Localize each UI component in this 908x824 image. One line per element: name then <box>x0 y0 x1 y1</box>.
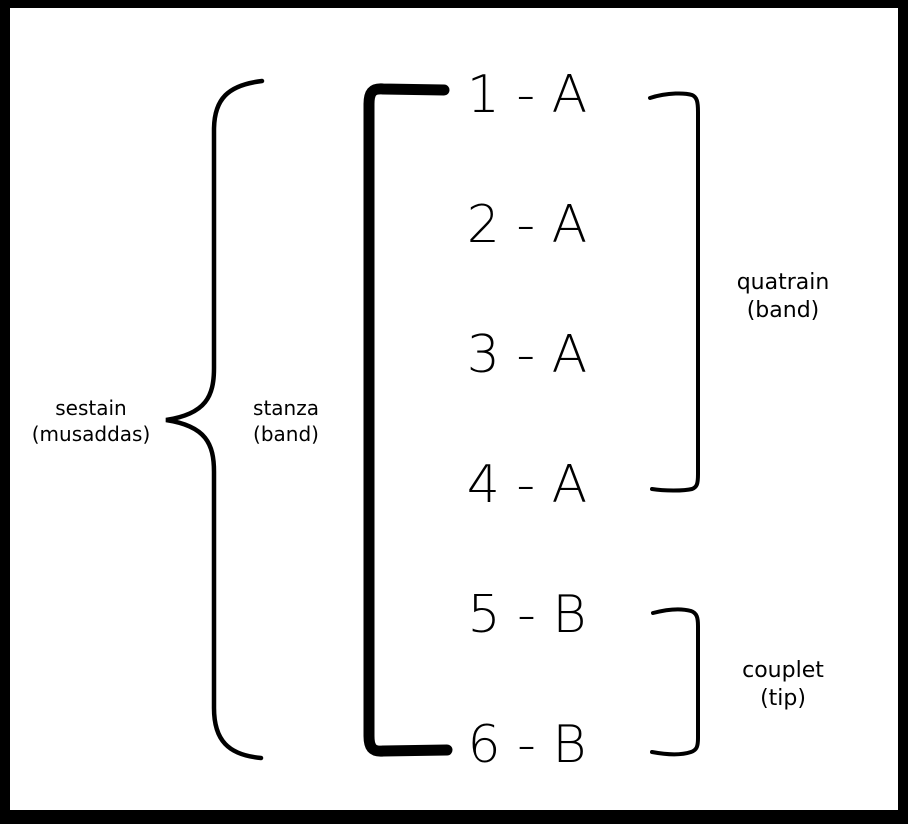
stanza-label-line2: (band) <box>253 422 319 446</box>
couplet-label-line1: couplet <box>742 658 824 683</box>
quatrain-label-line2: (band) <box>746 298 820 323</box>
sestain-label-line2: (musaddas) <box>31 422 151 446</box>
stanza-label: stanza (band) <box>253 395 319 447</box>
stanza-label-line1: stanza <box>253 396 319 420</box>
sestain-label-line1: sestain <box>55 396 127 420</box>
diagram-panel <box>10 8 898 810</box>
sestain-label: sestain (musaddas) <box>32 395 151 447</box>
rhyme-line-4: 4 - A <box>466 455 588 515</box>
rhyme-line-2: 2 - A <box>466 195 588 255</box>
rhyme-line-3: 3 - A <box>466 325 588 385</box>
rhyme-line-6: 6 - B <box>467 715 587 775</box>
quatrain-label: quatrain (band) <box>737 269 830 325</box>
rhyme-line-5: 5 - B <box>467 585 587 645</box>
couplet-label-line2: (tip) <box>760 686 806 711</box>
quatrain-label-line1: quatrain <box>736 270 830 295</box>
rhyme-line-1: 1 - A <box>466 65 588 125</box>
couplet-label: couplet (tip) <box>742 657 824 713</box>
